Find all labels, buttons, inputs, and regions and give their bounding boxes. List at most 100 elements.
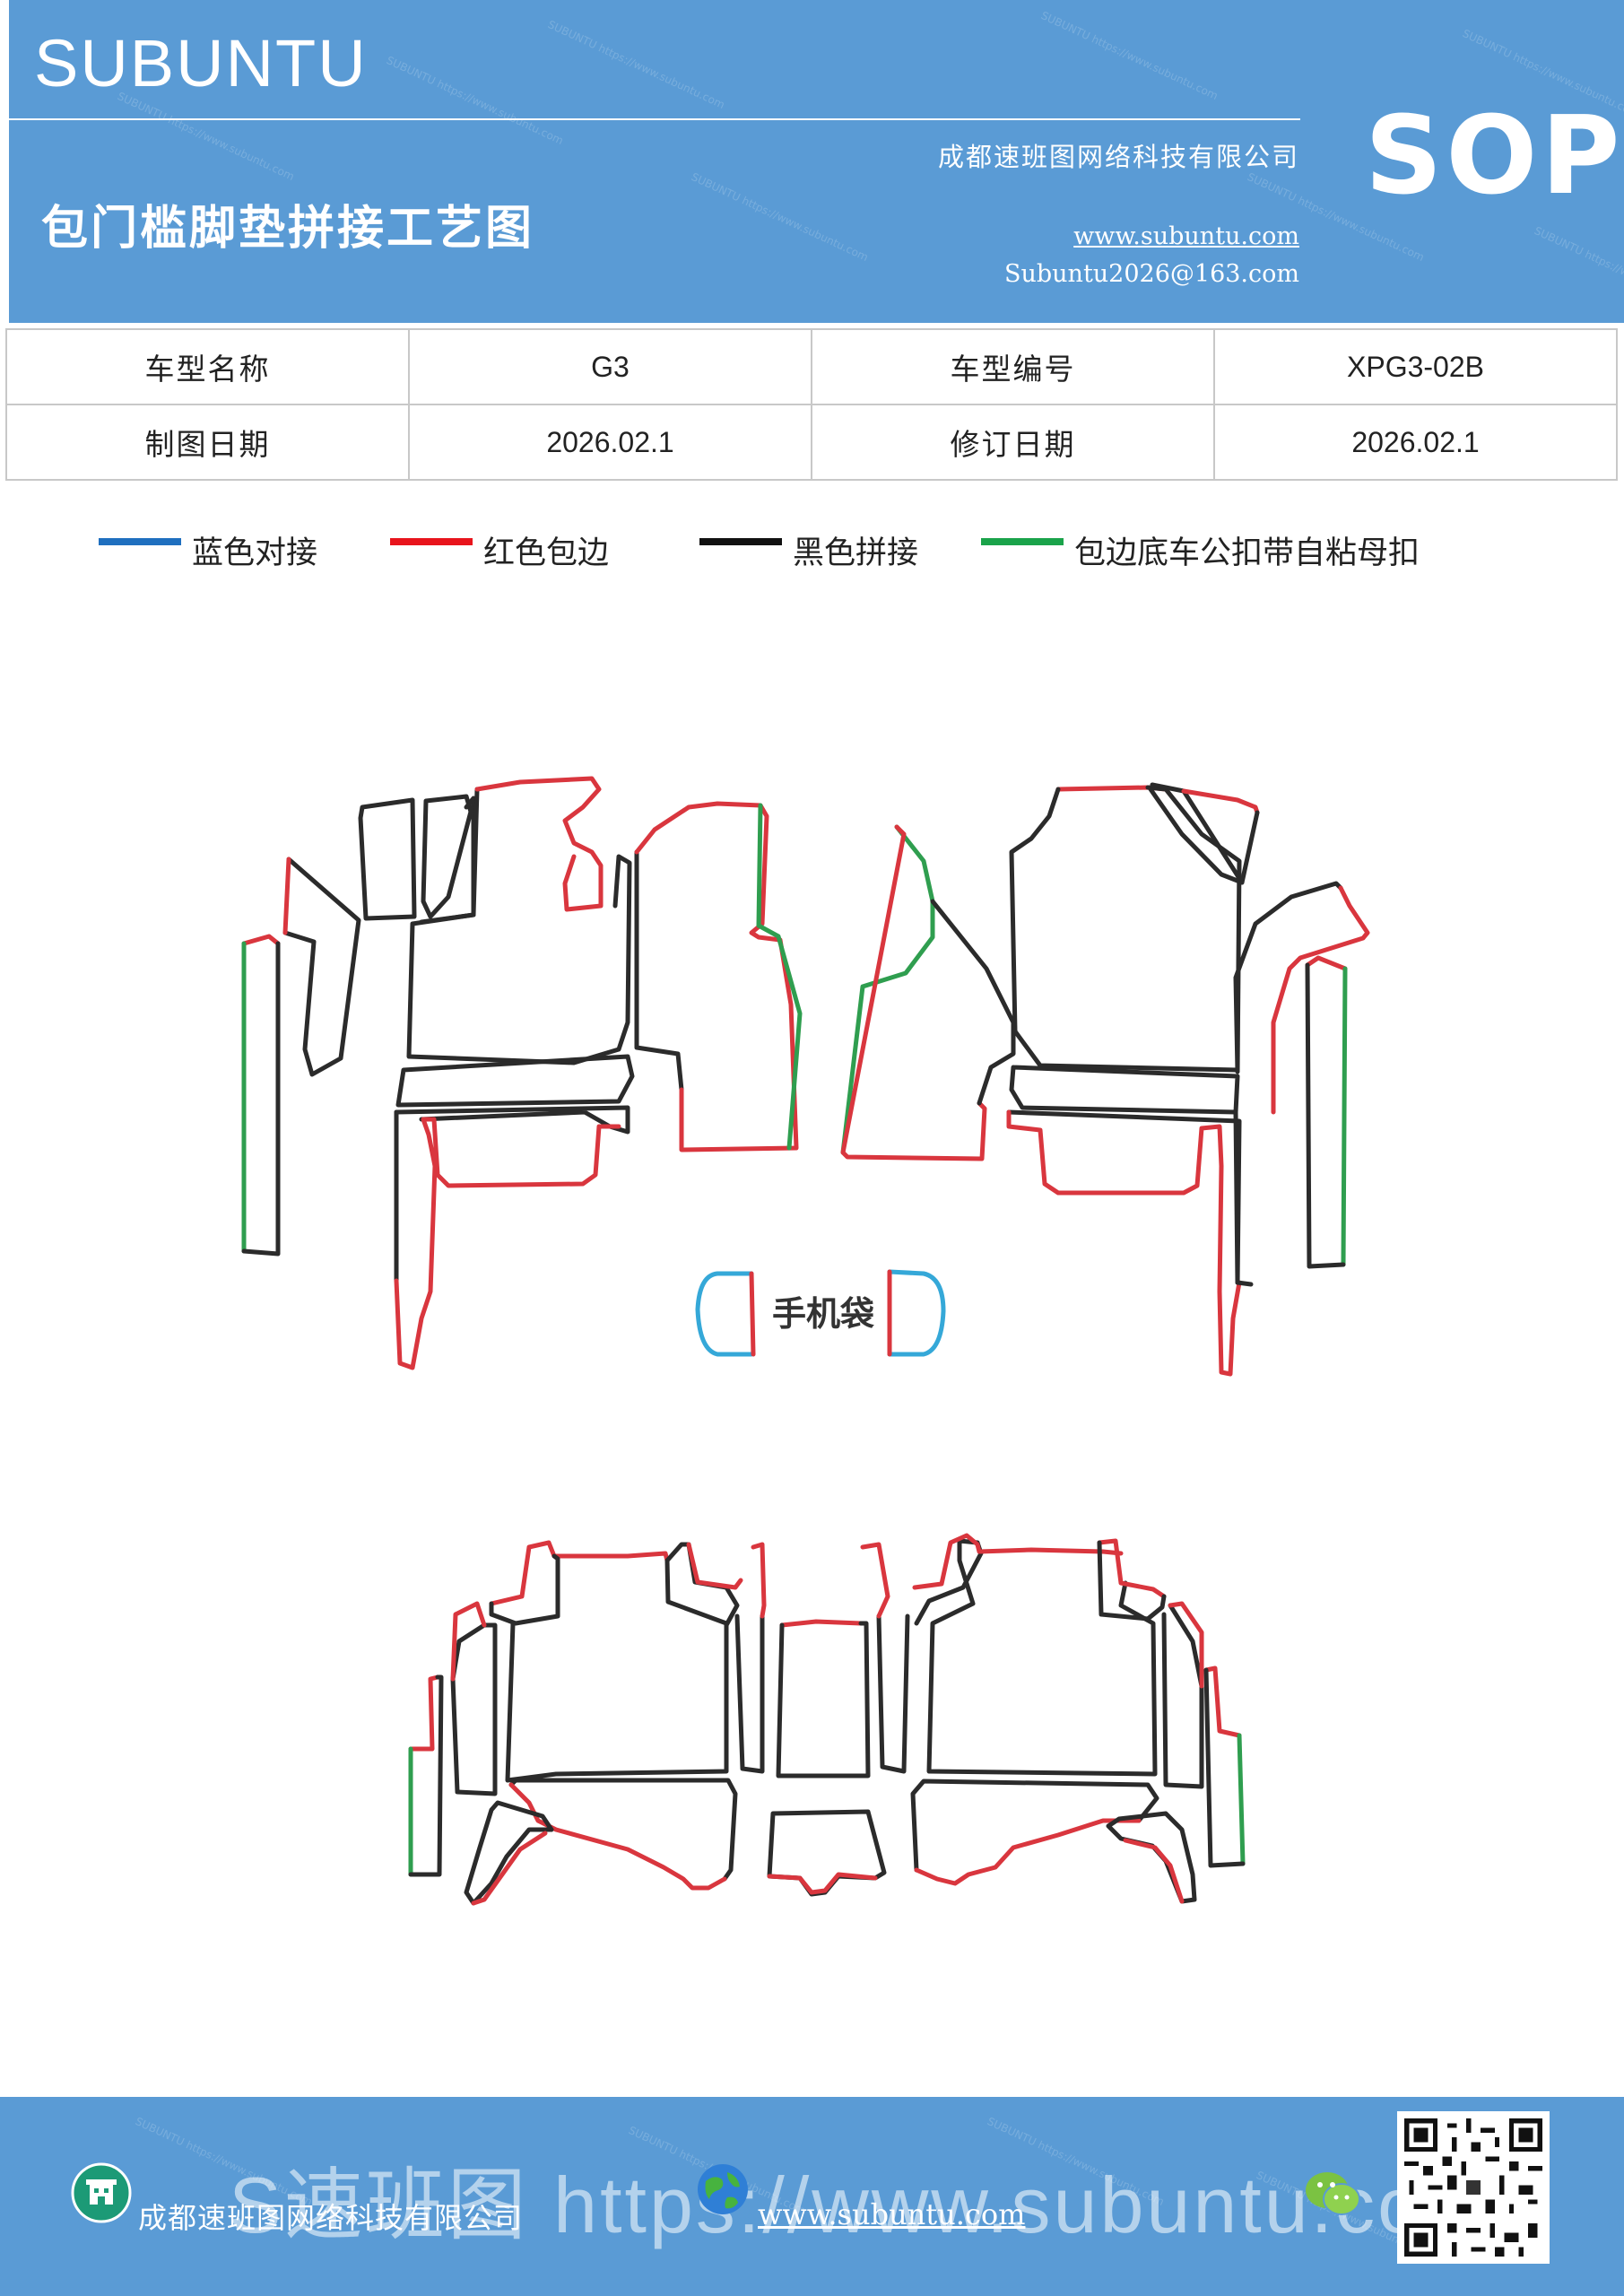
wechat-icon [1306,2172,1360,2215]
draw-date-value: 2026.02.1 [408,404,812,481]
mat-sill-right-black [1305,962,1346,1269]
mat-passenger-diagonal [1148,782,1245,885]
phone-pocket-left-blue [695,1271,754,1357]
mat-center-left-black [634,849,684,1092]
phone-pocket-label: 手机袋 [772,1294,874,1334]
mat-rear-side-right-red [1168,1601,1204,1689]
mat-rear-side-left [450,1622,498,1796]
mat-rear-corner-left [464,1800,554,1906]
legend-swatch-blue [99,538,181,545]
mat-rear-center-black [776,1621,871,1779]
mat-rear-side-right [1161,1603,1204,1789]
mat-rear-right-long-red [860,1542,890,1619]
mat-rear-lower-right-black [910,1779,1159,1873]
mat-right-lower-red [1006,1109,1242,1377]
legend-swatch-red [390,538,473,545]
mat-rear-corner-right-red [1123,1838,1185,1904]
draw-date-label: 制图日期 [5,404,410,481]
mat-sill-left-black [241,941,281,1257]
mat-left-lower-red [394,1117,621,1370]
mat-driver-red [474,776,604,912]
document-title: 包门槛脚垫拼接工艺图 [41,202,535,256]
line-legend: 蓝色对接 红色包边 黑色拼接 包边底车公扣带自粘母扣 [0,527,1624,572]
globe-icon [698,2164,748,2214]
mat-passenger-heel [1009,1065,1240,1115]
footer-company-name: 成都速班图网络科技有限公司 [138,2201,524,2235]
mat-top-small-1 [358,797,417,921]
mat-rear-corner-left-red [471,1831,548,1906]
phone-pocket-right-blue [887,1269,946,1357]
mat-center-left-green [756,803,803,1151]
footer-banner: SUBUNTU https://www.subuntu.com SUBUNTU … [0,2097,1624,2296]
sop-badge: SOP [1365,94,1624,219]
mat-rear-left-main [505,1542,740,1783]
model-code-value: XPG3-02B [1213,328,1618,405]
mat-left-side-piece [282,857,361,1077]
mat-rear-left-top-black [489,1553,560,1626]
mat-center-left-red [634,801,799,1152]
mat-rear-right-top-red [912,1533,1124,1590]
qr-code-icon[interactable] [1397,2111,1550,2264]
watermark-pattern: SUBUNTU https://www.subuntu.com SUBUNTU … [116,9,1624,317]
table-row: 制图日期 2026.02.1 修订日期 2026.02.1 [5,404,1618,481]
mat-passenger-top-right-black [1239,810,1260,885]
legend-swatch-green [981,538,1064,545]
mat-right-lower-strip [1006,1109,1242,1285]
mat-center-right-black [930,899,1016,1106]
legend-label: 包边底车公扣带自粘母扣 [1074,535,1420,571]
header-divider [9,118,1300,120]
phone-pocket-group [695,1269,946,1357]
front-right-mats [840,782,1370,1377]
website-link[interactable]: www.subuntu.com [1073,222,1299,250]
mat-rear-sill-right-green [1237,1733,1246,1866]
mat-rear-right-top-red2 [1097,1538,1167,1599]
mat-rear-center-red [779,1619,864,1628]
rear-center-mats [767,1619,887,1897]
mat-left-lower-strip [394,1105,630,1135]
model-name-label: 车型名称 [5,328,410,405]
contact-email[interactable]: Subuntu2026@163.com [1004,260,1299,288]
mat-right-side-red [1271,885,1370,1115]
brand-logo-text: SUBUNTU [34,26,368,100]
mat-left-side-red [282,857,291,935]
mat-driver-main [406,787,632,1065]
mat-rear-lower-right-red [914,1818,1142,1886]
qr-code-pattern [1404,2118,1542,2257]
rear-right-mats [860,1533,1246,1904]
mat-sill-left [241,934,281,946]
mat-driver-heel [395,1054,635,1108]
legend-swatch-black [699,538,782,545]
mat-rear-right-top-black [1097,1540,1167,1622]
legend-label: 蓝色对接 [192,535,318,571]
mat-rear-center-lower-red [767,1872,878,1895]
mat-rear-side-left-red [450,1601,487,1682]
mat-passenger-black [1009,785,1242,1073]
mat-rear-left-top [489,1540,670,1606]
footer-ghost-text: S速班图 https://www.subuntu.com [229,2161,1493,2249]
mat-rear-sill-right-red [1203,1665,1242,1738]
mat-rear-lower-left-black [508,1778,738,1882]
mat-rear-right-main [914,1538,1158,1777]
footer-website-link[interactable]: www.subuntu.com [758,2197,1026,2231]
mat-rear-left-long-red [751,1542,767,1619]
mat-center-right-red [840,824,987,1161]
phone-pocket-left-red [749,1271,756,1357]
mat-sill-right-green [1341,966,1348,1267]
header-banner: SUBUNTU https://www.subuntu.com SUBUNTU … [9,0,1624,323]
building-icon [71,2162,132,2223]
company-name: 成都速班图网络科技有限公司 [937,142,1299,172]
vehicle-info-table: 车型名称 G3 车型编号 XPG3-02B 制图日期 2026.02.1 修订日… [5,328,1618,481]
front-left-mats [241,776,803,1370]
rear-left-mats [408,1540,767,1906]
mat-rear-sill-left-red [408,1674,440,1752]
mat-sill-right-red [1305,955,1348,971]
mat-rear-sill-left-black [408,1674,444,1877]
mat-right-side-piece [1233,881,1343,1074]
footer-watermark: SUBUNTU https://www.subuntu.com SUBUNTU … [134,2115,1436,2262]
mat-top-small-3 [419,796,476,925]
mat-rear-left-top-red2 [686,1542,743,1590]
mat-rear-corner-right [1106,1811,1197,1904]
mat-passenger-top-right [1181,788,1260,815]
table-row: 车型名称 G3 车型编号 XPG3-02B [5,328,1618,405]
